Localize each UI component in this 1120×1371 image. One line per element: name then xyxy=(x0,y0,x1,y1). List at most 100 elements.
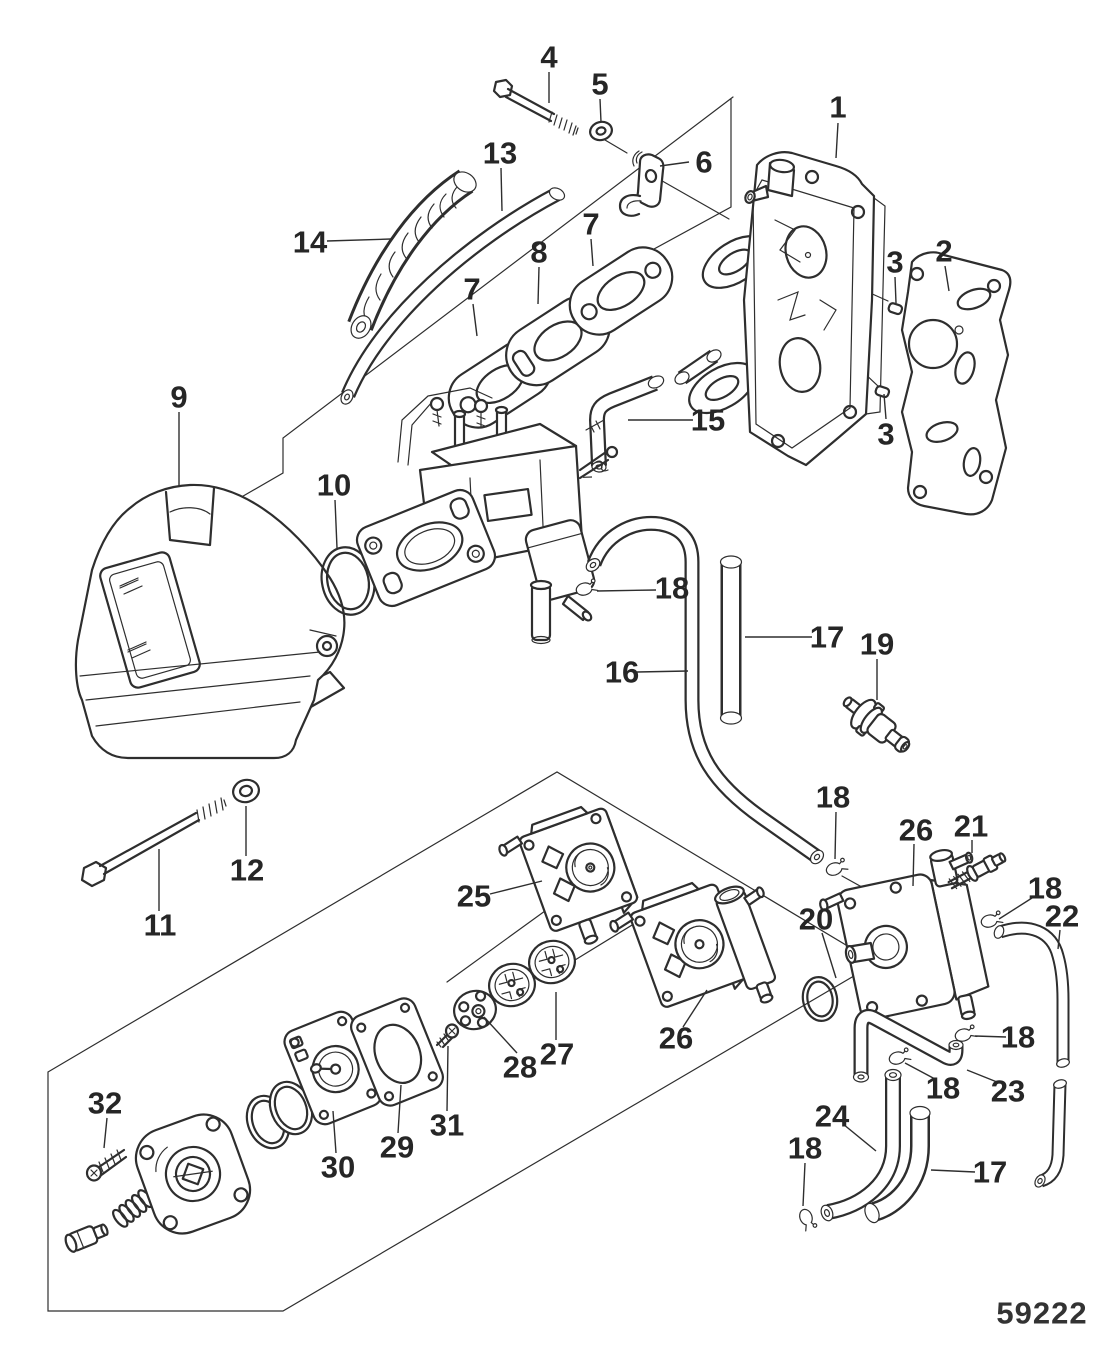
callout-19-26: 19 xyxy=(860,627,894,662)
callout-leader-1-0 xyxy=(835,122,839,159)
part-2-gasket xyxy=(900,251,1012,516)
callout-leader-7-8 xyxy=(472,303,478,337)
part-15-tube xyxy=(588,375,665,473)
callout-18-20: 18 xyxy=(655,571,689,606)
callout-7-8: 7 xyxy=(463,272,480,307)
part-32-screw xyxy=(85,1148,128,1182)
callout-18-25: 18 xyxy=(788,1131,822,1166)
callout-18-24: 18 xyxy=(926,1071,960,1106)
callout-5-5: 5 xyxy=(591,67,608,102)
part-14-corrugated-hose xyxy=(347,169,477,339)
part-19-fuel-connector xyxy=(842,696,911,753)
part-13-hose xyxy=(340,187,566,405)
callout-leader-18-21 xyxy=(834,811,837,860)
callout-1-0: 1 xyxy=(829,90,846,125)
part-9-air-silencer xyxy=(74,483,346,760)
carburetor-inlet-tube xyxy=(530,582,552,642)
callout-leader-18-23 xyxy=(974,1035,1007,1038)
part-29-gasket xyxy=(350,997,444,1107)
callout-23-30: 23 xyxy=(991,1074,1025,1109)
part-23-hose xyxy=(852,1009,964,1083)
part-16-hose xyxy=(585,515,825,865)
part-24-hose xyxy=(820,1068,902,1222)
clip-18-carburetor xyxy=(575,578,599,596)
callout-leader-31-39 xyxy=(446,1045,449,1112)
callout-25-32: 25 xyxy=(457,879,491,914)
callout-leader-18-22 xyxy=(998,897,1033,920)
callout-layer: 1233456778910111213141516171718181818181… xyxy=(88,40,1079,1207)
callout-6-6: 6 xyxy=(695,145,712,180)
callout-28-36: 28 xyxy=(503,1050,537,1085)
part-22-hose xyxy=(993,921,1070,1188)
part-25-fuel-pump-body xyxy=(498,805,639,945)
part-12-washer xyxy=(232,778,260,804)
callout-leader-26-33 xyxy=(912,843,915,887)
callout-17-18: 17 xyxy=(810,620,844,655)
part-17-hose-bottom xyxy=(864,1105,931,1224)
part-6-cable-clamp xyxy=(618,150,665,217)
callout-26-33: 26 xyxy=(899,813,933,848)
part-20-o-ring xyxy=(801,976,839,1022)
callout-leader-30-38 xyxy=(332,1110,337,1154)
callout-12-13: 12 xyxy=(230,853,264,888)
drawing-number: 59222 xyxy=(996,1296,1087,1331)
callout-leader-2-1 xyxy=(944,265,950,292)
part-11-bolt xyxy=(80,797,227,888)
callout-leader-23-30 xyxy=(966,1069,998,1083)
clip-18-pump-side xyxy=(980,910,1004,928)
carburetor-float-bowl xyxy=(524,519,596,601)
callout-leader-8-9 xyxy=(537,266,540,305)
callout-leader-5-5 xyxy=(599,98,602,123)
part-27-valve-disc xyxy=(488,962,536,1008)
part-31-screw xyxy=(435,1023,460,1049)
clip-18-hose16 xyxy=(825,857,849,876)
part-3-dowel-pin xyxy=(874,302,904,399)
callout-21-28: 21 xyxy=(954,809,988,844)
callout-leader-17-19 xyxy=(930,1169,976,1173)
clip-18-hose24 xyxy=(799,1208,818,1232)
clip-18-pump-bottom xyxy=(954,1024,978,1042)
callout-leader-14-15 xyxy=(326,238,392,242)
callout-leader-18-25 xyxy=(802,1162,806,1207)
callout-14-15: 14 xyxy=(293,225,328,260)
callout-26-34: 26 xyxy=(659,1021,693,1056)
callout-3-3: 3 xyxy=(877,417,894,452)
part-27-valve-disc-b xyxy=(528,939,576,985)
manifold-elbow-fitting xyxy=(744,158,796,204)
callout-13-14: 13 xyxy=(483,136,517,171)
callout-30-38: 30 xyxy=(321,1150,355,1185)
callout-17-19: 17 xyxy=(973,1155,1007,1190)
callout-leader-29-37 xyxy=(397,1084,402,1134)
callout-18-21: 18 xyxy=(816,780,850,815)
part-5-washer xyxy=(589,120,613,142)
part-18-clips xyxy=(575,578,1004,1232)
clip-18-hose23 xyxy=(888,1047,912,1065)
callout-2-1: 2 xyxy=(935,234,952,269)
callout-10-11: 10 xyxy=(317,468,351,503)
callout-24-31: 24 xyxy=(815,1099,850,1134)
part-26-fuel-pump-right xyxy=(819,848,990,1021)
carburetor-assembly xyxy=(355,387,619,645)
callout-leader-18-20 xyxy=(596,589,657,592)
callout-27-35: 27 xyxy=(540,1037,574,1072)
assembly-board-outline xyxy=(47,771,878,1312)
callout-22-29: 22 xyxy=(1045,899,1079,934)
part-15-tube-stub xyxy=(674,349,722,385)
callout-leader-13-14 xyxy=(500,167,503,212)
carburetor-mount-flange xyxy=(355,488,497,608)
part-21-fitting xyxy=(947,852,1007,890)
callout-leader-3-2 xyxy=(894,276,897,304)
part-4-bolt xyxy=(492,78,579,136)
part-17-tube-upper xyxy=(719,555,743,725)
part-plunger xyxy=(64,1223,109,1253)
part-7-gasket-right xyxy=(568,246,674,336)
part-o-ring-set xyxy=(245,1080,314,1150)
part-26-fuel-pump-mid xyxy=(609,881,777,1008)
callout-20-27: 20 xyxy=(799,902,833,937)
callout-leader-7-7 xyxy=(590,238,594,267)
callout-leader-22-29 xyxy=(1057,929,1061,950)
callout-leader-26-34 xyxy=(682,989,708,1028)
callout-leader-6-6 xyxy=(659,161,690,167)
